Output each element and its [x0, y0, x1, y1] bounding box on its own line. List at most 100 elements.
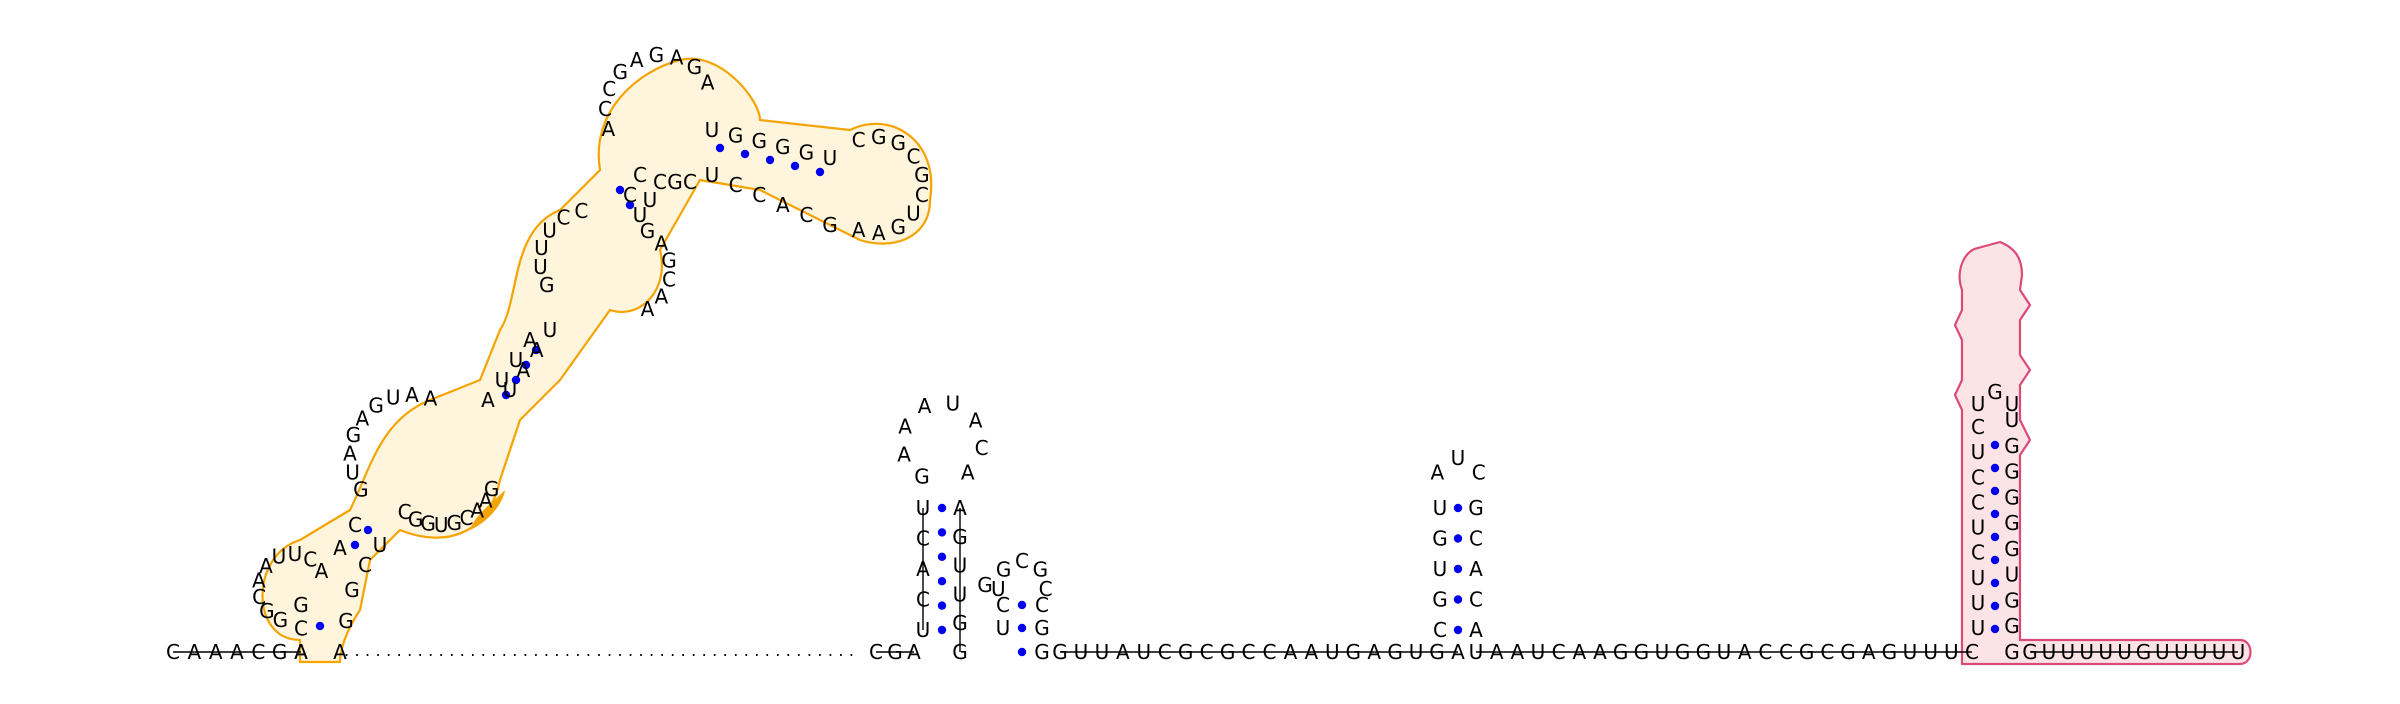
nucleotide-u: U [2005, 563, 2020, 587]
nucleotide-c: C [1035, 593, 1049, 617]
nucleotide-c: C [303, 547, 317, 571]
base-pair-dot [937, 577, 947, 586]
nucleotide-g: G [2022, 640, 2038, 664]
nucleotide-a: A [259, 554, 273, 578]
nucleotide-c: C [1971, 490, 1985, 514]
nucleotide-a: A [872, 221, 886, 245]
base-pair-dot [765, 155, 775, 165]
nucleotide-c: C [1971, 465, 1985, 489]
base-pair-dot [1990, 555, 2000, 565]
nucleotide-a: A [1862, 640, 1876, 664]
base-pair-dot [1453, 625, 1463, 635]
nucleotide-g: G [687, 55, 703, 79]
nucleotide-g: G [346, 423, 362, 447]
base-pair-dot [625, 200, 635, 210]
nucleotide-c: C [1965, 640, 1979, 664]
nucleotide-g: G [1033, 558, 1049, 582]
nucleotide-u: U [345, 460, 360, 484]
base-pair-dot [1990, 601, 2000, 611]
nucleotide-a: A [1367, 640, 1381, 664]
nucleotide-a: A [1738, 640, 1752, 664]
nucleotide-g: G [2004, 485, 2020, 509]
nucleotide-a: A [1469, 557, 1483, 581]
unresolved-region-dots: ........................................… [344, 641, 854, 660]
nucleotide-u: U [953, 582, 968, 606]
nucleotide-c: C [996, 593, 1010, 617]
nucleotide-a: A [907, 640, 921, 664]
nucleotide-g: G [1429, 640, 1445, 664]
base-pair-dot [937, 503, 947, 513]
nucleotide-u: U [1971, 516, 1986, 540]
nucleotide-u: U [272, 545, 287, 569]
nucleotide-c: C [459, 506, 473, 530]
nucleotide-u: U [916, 618, 931, 642]
nucleotide-g: G [259, 599, 275, 623]
nucleotide-c: C [662, 267, 676, 291]
nucleotide-u: U [386, 385, 401, 409]
nucleotide-c: C [1015, 549, 1029, 573]
nucleotide-c: C [358, 553, 372, 577]
nucleotide-g: G [2004, 511, 2020, 535]
nucleotide-g: G [2136, 640, 2152, 664]
nucleotide-g: G [640, 219, 656, 243]
nucleotide-u: U [2060, 640, 2075, 664]
nucleotide-u: U [1971, 566, 1986, 590]
nucleotide-a: A [961, 461, 975, 485]
nucleotide-g: G [1696, 640, 1712, 664]
nucleotide-u: U [2042, 640, 2057, 664]
nucleotide-c: C [916, 588, 930, 612]
nucleotide-g: G [822, 213, 838, 237]
nucleotide-c: C [1242, 640, 1256, 664]
nucleotide-u: U [2193, 640, 2208, 664]
nucleotide-a: A [424, 387, 438, 411]
highlighted-domain-outline [261, 57, 933, 664]
nucleotide-g: G [728, 124, 744, 148]
highlight-layer [261, 57, 2252, 666]
nucleotide-u: U [906, 202, 921, 226]
nucleotide-a: A [1510, 640, 1524, 664]
nucleotide-g: G [408, 507, 424, 531]
nucleotide-g: G [1034, 616, 1050, 640]
base-pair-dot [521, 360, 531, 370]
nucleotide-c: C [1200, 640, 1214, 664]
nucleotide-a: A [1469, 618, 1483, 642]
nucleotide-u: U [2174, 640, 2189, 664]
nucleotide-g: G [293, 593, 309, 617]
base-pair-dot [1990, 463, 2000, 473]
nucleotide-u: U [2117, 640, 2132, 664]
nucleotide-g: G [751, 129, 767, 153]
nucleotide-a: A [1430, 460, 1444, 484]
nucleotide-c: C [251, 640, 265, 664]
nucleotide-c: C [398, 500, 412, 524]
nucleotide-a: A [1593, 640, 1607, 664]
nucleotide-a: A [252, 569, 266, 593]
nucleotide-a: A [294, 640, 308, 664]
nucleotide-c: C [1039, 577, 1053, 601]
nucleotide-a: A [655, 232, 669, 256]
nucleotide-g: G [353, 477, 369, 501]
base-pair-dot [1017, 647, 1027, 657]
nucleotide-a: A [230, 640, 244, 664]
nucleotide-u: U [1971, 392, 1986, 416]
base-pair-dot [1990, 532, 2000, 542]
base-pair-dot [1453, 564, 1463, 574]
nucleotide-a: A [953, 496, 967, 520]
base-pair-dot [315, 621, 325, 631]
nucleotide-u: U [1531, 640, 1546, 664]
nucleotide-u: U [1136, 640, 1151, 664]
base-pair-dot [937, 625, 947, 635]
nucleotide-a: A [470, 499, 484, 523]
nucleotide-a: A [333, 536, 347, 560]
nucleotide-g: G [887, 640, 903, 664]
nucleotide-u: U [2079, 640, 2094, 664]
nucleotide-c: C [1469, 588, 1483, 612]
terminator-hairpin-highlight [1953, 240, 2252, 666]
base-pair-dot [1990, 486, 2000, 496]
nucleotide-u: U [1923, 640, 1938, 664]
highlighted-nucleotide-marker [470, 490, 505, 530]
nucleotide-g: G [1799, 640, 1815, 664]
nucleotide-a: A [1490, 640, 1504, 664]
nucleotide-u: U [1971, 591, 1986, 615]
nucleotide-u: U [1655, 640, 1670, 664]
